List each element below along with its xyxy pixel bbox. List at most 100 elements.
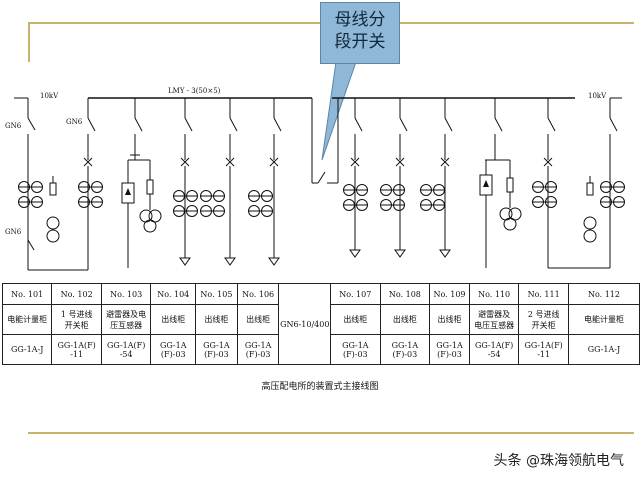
cell-model-line: GG-1A (203, 340, 230, 350)
cell-model-line: GG-1A(F) (57, 340, 96, 350)
cell-model: GG-1A(F)-03 (429, 334, 470, 365)
cell-number: No. 105 (195, 283, 238, 305)
feeder-106 (248, 98, 282, 266)
cell-name: 出线柜 (195, 304, 238, 335)
table-row-names: 电能计量柜 1 号进线开关柜 避雷器及电压互感器 出线柜 出线柜 出线柜 出线柜… (1, 304, 640, 335)
cell-number: No. 112 (567, 283, 640, 305)
cell-model: GG-1A(F)-03 (379, 334, 431, 365)
cell-model: GG-1A-J (1, 334, 53, 365)
cell-model-line: (F)-03 (160, 349, 186, 359)
gn-left-bottom-label: GN6 (5, 228, 22, 236)
cell-model-line: (F)-03 (342, 349, 368, 359)
cell-name-line: 出线柜 (204, 315, 229, 324)
table-row-numbers: No. 101 No. 102 No. 103 No. 104 No. 105 … (1, 283, 640, 365)
cell-number: No. 107 (330, 283, 381, 305)
cell-model-line: -54 (119, 349, 133, 359)
cell-number: No. 106 (236, 283, 280, 305)
cell-name: 1 号进线开关柜 (51, 304, 102, 335)
cell-model-line: GG-1A (436, 340, 463, 350)
cell-name: 避雷器及电压互感器 (468, 304, 520, 335)
cell-number: No. 103 (100, 283, 152, 305)
cell-name-line: 电能计量柜 (583, 315, 624, 324)
cell-name-line: 避雷器及 (478, 309, 511, 319)
cell-model: GG-1A(F)-11 (518, 334, 569, 365)
watermark: 头条 @珠海领航电气 (493, 453, 624, 469)
bottom-decorative-rule (28, 432, 634, 434)
left-decorative-rule (28, 22, 30, 62)
cell-model-line: GG-1A (159, 340, 187, 350)
cell-name-line: 1 号进线 (60, 309, 93, 319)
gn-feeder-label: GN6 (66, 118, 83, 126)
cell-model-line: GG-1A (391, 340, 419, 350)
cell-model-line: -11 (70, 349, 84, 359)
cell-number: No. 108 (379, 283, 431, 305)
cell-name-line: 电能计量柜 (7, 315, 48, 324)
cell-model-line: GG-1A-J (10, 345, 44, 354)
cell-model-line: (F)-03 (392, 349, 418, 359)
cell-model-line: GG-1A(F) (474, 340, 514, 350)
cell-model-line: -54 (487, 349, 501, 359)
cell-model: GG-1A-J (567, 334, 640, 365)
cell-name: 出线柜 (379, 304, 431, 335)
cell-model: GG-1A(F)-03 (236, 334, 280, 365)
gn-left-top-label: GN6 (5, 122, 22, 130)
cell-model-line: GG-1A-J (587, 345, 621, 354)
cell-name-line: 出线柜 (246, 315, 271, 324)
cell-name: 出线柜 (236, 304, 280, 335)
left-voltage-label: 10kV (40, 92, 59, 100)
feeder-107 (343, 98, 368, 258)
callout-pointer (321, 61, 357, 161)
cell-number: No. 102 (51, 283, 102, 305)
cell-name: 避雷器及电压互感器 (100, 304, 152, 335)
cell-number: No. 110 (468, 283, 520, 305)
feeder-108 (380, 98, 408, 258)
cell-name: 2 号进线开关柜 (518, 304, 569, 335)
busbar-label: LMY - 3(50×5) (168, 87, 221, 95)
cell-name-line: 压互感器 (110, 320, 143, 330)
cell-name: 出线柜 (429, 304, 470, 335)
cell-number: No. 109 (429, 283, 470, 305)
cell-model-line: GG-1A(F) (107, 340, 146, 350)
cell-model-line: (F)-03 (245, 349, 271, 359)
cell-model: GG-1A(F)-54 (468, 334, 520, 365)
cell-name-line: 2 号进线 (527, 309, 560, 319)
cell-name-line: 避雷器及电 (106, 309, 147, 319)
cell-middle-sectionalizer: GN6-10/400 (278, 283, 332, 365)
cell-name-line: 开关柜 (531, 320, 556, 330)
cell-model: GG-1A(F)-54 (100, 334, 152, 365)
cell-name-line: 出线柜 (343, 315, 368, 324)
cell-model: GG-1A(F)-03 (330, 334, 381, 365)
cell-model: GG-1A(F)-11 (51, 334, 102, 365)
cell-name: 出线柜 (150, 304, 197, 335)
cell-model: GG-1A(F)-03 (150, 334, 197, 365)
right-voltage-label: 10kV (588, 92, 607, 100)
diagram-caption: 高压配电所的装置式主接线图 (261, 382, 379, 392)
cell-name-line: 出线柜 (392, 315, 417, 324)
cell-number: No. 111 (518, 283, 569, 305)
cell-name-line: 出线柜 (161, 315, 186, 324)
cell-model-line: (F)-03 (204, 349, 229, 359)
callout-line-1: 母线分 (334, 10, 386, 30)
switchgear-table: No. 101 No. 102 No. 103 No. 104 No. 105 … (1, 283, 640, 365)
feeder-104 (173, 98, 198, 266)
cell-model: GG-1A(F)-03 (195, 334, 238, 365)
feeder-109 (420, 98, 453, 258)
cell-name: 电能计量柜 (567, 304, 640, 335)
cell-model-line: (F)-03 (437, 349, 462, 359)
table-row-models: GG-1A-J GG-1A(F)-11 GG-1A(F)-54 GG-1A(F)… (1, 334, 640, 365)
cell-number: No. 104 (150, 283, 197, 305)
callout-line-2: 段开关 (334, 32, 386, 52)
cell-model-line: GG-1A(F) (524, 340, 563, 350)
cell-name: 电能计量柜 (1, 304, 53, 335)
cell-name: 出线柜 (330, 304, 381, 335)
cell-number: No. 101 (1, 283, 53, 305)
cell-name-line: 出线柜 (437, 315, 462, 324)
cell-model-line: GG-1A (244, 340, 272, 350)
cell-model-line: GG-1A (342, 340, 369, 350)
cell-name-line: 开关柜 (64, 320, 89, 330)
feeder-105 (200, 98, 238, 266)
cell-name-line: 电压互感器 (474, 320, 515, 330)
bus-section-switch-callout: 母线分 段开关 (320, 2, 400, 64)
cell-model-line: -11 (537, 349, 551, 359)
